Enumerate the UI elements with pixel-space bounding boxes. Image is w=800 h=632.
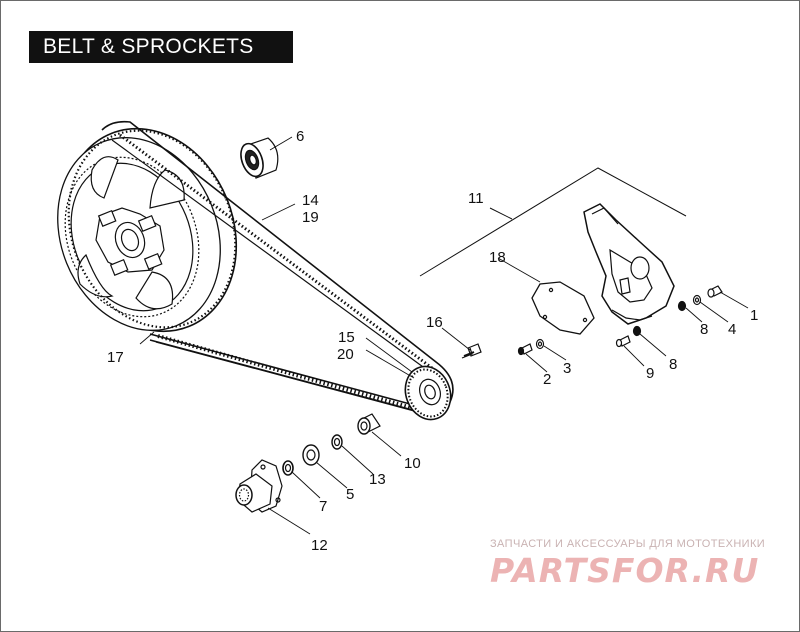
washer-13 xyxy=(331,434,343,450)
callout-2: 2 xyxy=(543,371,551,388)
callout-labels: 1 2 3 4 5 6 7 8 8 9 10 11 12 13 14 15 16… xyxy=(107,128,758,554)
callout-9: 9 xyxy=(646,365,654,382)
watermark-logo: PARTSFOR.RU xyxy=(490,551,760,590)
leader-lines xyxy=(139,136,749,535)
callout-12: 12 xyxy=(311,537,328,554)
screw-1 xyxy=(707,285,723,298)
cover-plate-18 xyxy=(531,281,595,335)
callout-14: 14 xyxy=(302,192,319,209)
watermark-tagline: ЗАПЧАСТИ И АКСЕССУАРЫ ДЛЯ МОТОТЕХНИКИ xyxy=(490,538,766,550)
callout-13: 13 xyxy=(369,471,386,488)
callout-6: 6 xyxy=(296,128,304,145)
callout-3: 3 xyxy=(563,360,571,377)
callout-11: 11 xyxy=(468,190,484,207)
transmission-housing-12 xyxy=(235,459,283,513)
callout-15: 15 xyxy=(338,329,355,346)
front-sprocket xyxy=(404,365,452,421)
screw-2 xyxy=(517,343,533,356)
washer-3 xyxy=(535,338,545,350)
o-ring-7 xyxy=(282,460,294,476)
washer-4 xyxy=(692,294,702,306)
rear-sprocket xyxy=(57,127,238,333)
spacer-5 xyxy=(302,444,320,466)
lockwasher-8b xyxy=(632,325,642,337)
lockwasher-8a xyxy=(677,300,687,312)
callout-8-lower: 8 xyxy=(669,356,677,373)
sprocket-bolt xyxy=(461,343,482,359)
callout-16: 16 xyxy=(426,314,443,331)
wheel-bearing xyxy=(240,137,279,179)
sprocket-cover xyxy=(583,203,675,325)
callout-8-upper: 8 xyxy=(700,321,708,338)
group-bracket-11 xyxy=(419,167,687,277)
callout-20: 20 xyxy=(337,346,354,363)
callout-19: 19 xyxy=(302,209,319,226)
callout-4: 4 xyxy=(728,321,736,338)
callout-17: 17 xyxy=(107,349,124,366)
callout-5: 5 xyxy=(346,486,354,503)
screw-9 xyxy=(615,335,631,348)
callout-7: 7 xyxy=(319,498,327,515)
page-title: BELT & SPROCKETS xyxy=(29,31,293,63)
spacer-10 xyxy=(357,413,381,435)
callout-10: 10 xyxy=(404,455,421,472)
callout-1: 1 xyxy=(750,307,758,324)
callout-18: 18 xyxy=(489,249,506,266)
